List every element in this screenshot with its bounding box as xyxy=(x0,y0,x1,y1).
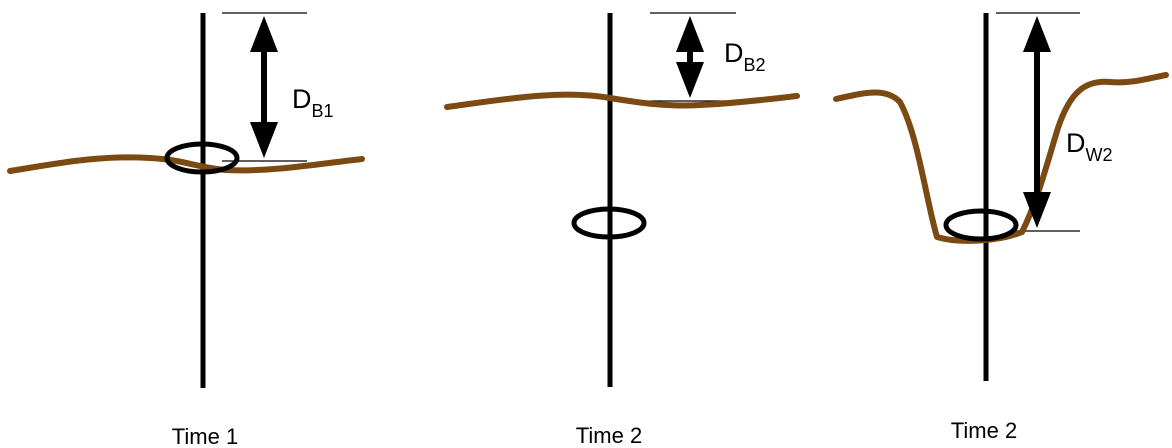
depth-label: DB2 xyxy=(724,38,766,75)
scour-collar-ring xyxy=(164,141,240,175)
panel-caption: Time 2 xyxy=(951,418,1017,443)
panel-time-1: DB1 Time 1 xyxy=(7,12,365,448)
scour-collar-ring xyxy=(571,206,647,240)
panel-caption: Time 2 xyxy=(576,423,642,448)
bed-surface xyxy=(444,91,800,110)
depth-label: DW2 xyxy=(1066,128,1113,165)
depth-label: DB1 xyxy=(292,84,334,121)
bed-surface xyxy=(833,72,1169,244)
panel-caption: Time 1 xyxy=(172,424,238,448)
depth-arrow xyxy=(250,16,278,158)
bed-surface xyxy=(7,154,365,174)
depth-arrow xyxy=(676,16,704,98)
panel-time-2-burial: DB2 Time 2 xyxy=(444,12,800,448)
scour-collar-ring xyxy=(943,208,1019,242)
depth-arrow xyxy=(1023,16,1051,228)
panel-time-2-scour: DW2 Time 2 xyxy=(833,12,1169,443)
